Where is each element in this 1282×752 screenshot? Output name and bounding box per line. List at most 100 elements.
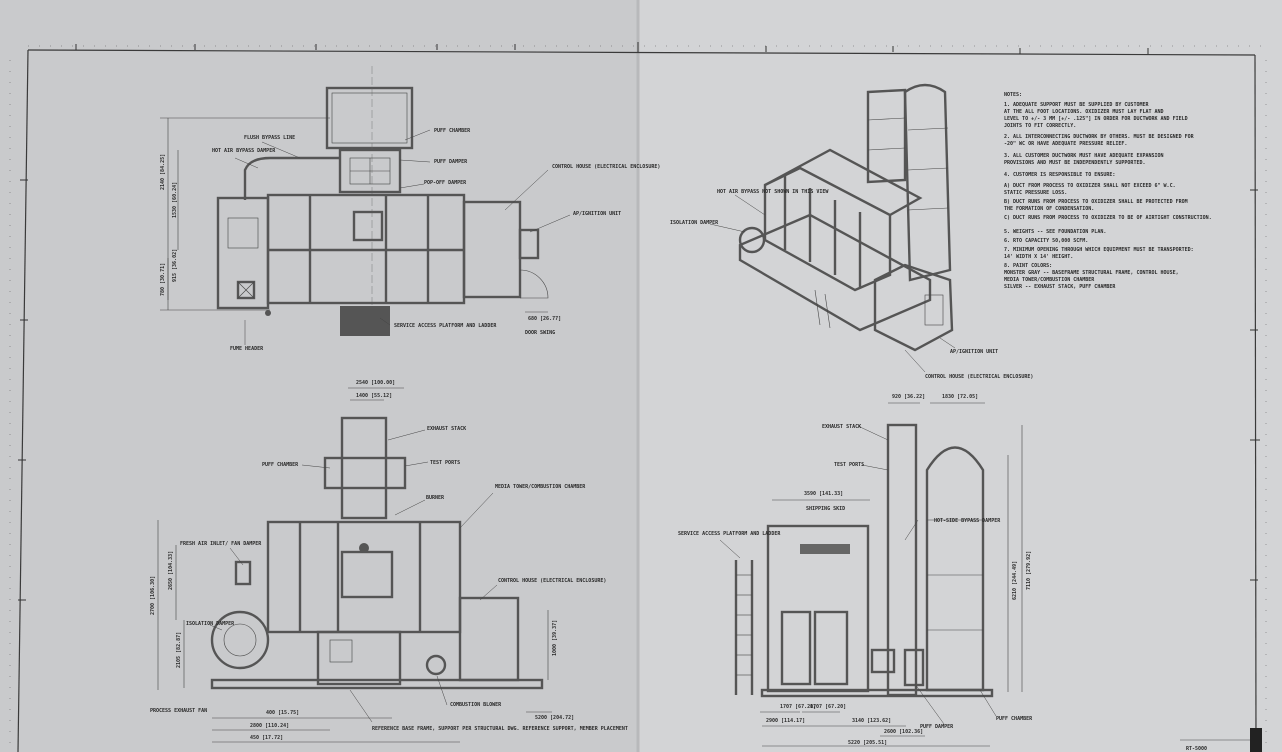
- label-test-ports-front: TEST PORTS: [430, 460, 460, 466]
- note-line: LEVEL TO +/- 3 MM [+/- .125"] IN ORDER F…: [1004, 116, 1188, 122]
- note-line: 4. CUSTOMER IS RESPONSIBLE TO ENSURE:: [1004, 172, 1115, 178]
- flush-bypass-line: [243, 156, 340, 200]
- hot-air-bypass-plan: [216, 196, 270, 310]
- iso-exhaust-stack: [903, 83, 952, 282]
- notes-title: NOTES:: [1004, 92, 1022, 98]
- left-page: [0, 0, 638, 752]
- note-line: MEDIA TOWER/COMBUSTION CHAMBER: [1004, 277, 1095, 283]
- note-line: 5. WEIGHTS -- SEE FOUNDATION PLAN.: [1004, 229, 1106, 235]
- dim-front-0: 2540 [100.00]: [356, 380, 395, 386]
- label-puff-chamber-plan: PUFF CHAMBER: [434, 128, 471, 134]
- label-service-platform-plan: SERVICE ACCESS PLATFORM AND LADDER: [394, 323, 497, 329]
- label-isolation-damper-front: ISOLATION DAMPER: [186, 621, 235, 627]
- label-hot-air-bypass-damper: HOT AIR BYPASS DAMPER: [212, 148, 276, 154]
- dim-front-1: 1400 [55.12]: [356, 393, 392, 399]
- service-platform-plan: [340, 306, 390, 336]
- label-control-house-plan: CONTROL HOUSE (ELECTRICAL ENCLOSURE): [552, 164, 660, 170]
- dim-side-0: 920 [36.22]: [892, 394, 925, 400]
- note-line: C) DUCT RUNS FROM PROCESS TO OXIDIZER TO…: [1004, 215, 1212, 221]
- dim-side-7: 2900 [114.17]: [766, 718, 805, 724]
- dim-plan-3: 780 [30.71]: [160, 263, 166, 296]
- label-media-tower-front: MEDIA TOWER/COMBUSTION CHAMBER: [495, 484, 586, 490]
- label-ap-ignition-iso: AP/IGNITION UNIT: [950, 349, 998, 355]
- front-process-exhaust-fan: [210, 610, 270, 670]
- note-line: 8. PAINT COLORS:: [1004, 263, 1052, 269]
- note-line: STATIC PRESSURE LOSS.: [1004, 190, 1067, 196]
- label-control-house-iso: CONTROL HOUSE (ELECTRICAL ENCLOSURE): [925, 374, 1033, 380]
- label-puff-chamber-front: PUFF CHAMBER: [262, 462, 299, 468]
- iso-puff-chamber: [866, 88, 907, 184]
- dim-plan-4: 680 [26.77]: [528, 316, 561, 322]
- right-page: [638, 0, 1282, 752]
- note-line: 14' WIDTH X 14' HEIGHT.: [1004, 254, 1073, 260]
- label-exhaust-stack-front: EXHAUST STACK: [427, 426, 466, 432]
- label-fresh-air-inlet: FRESH AIR INLET/ FAN DAMPER: [180, 541, 262, 547]
- note-line: AT THE ALL FOOT LOCATIONS. OXIDIZER MUST…: [1004, 109, 1164, 115]
- dim-plan-2: 915 [36.02]: [172, 249, 178, 282]
- dim-front-8: 2800 [110.24]: [250, 723, 289, 729]
- note-line: 1. ADEQUATE SUPPORT MUST BE SUPPLIED BY …: [1004, 102, 1149, 108]
- note-line: PROVISIONS AND MUST BE INDEPENDENTLY SUP…: [1004, 160, 1145, 166]
- general-notes: NOTES: 1. ADEQUATE SUPPORT MUST BE SUPPL…: [1004, 92, 1212, 290]
- dim-side-6: 1707 [67.20]: [810, 704, 846, 710]
- dim-front-2: 2650 [104.33]: [168, 551, 174, 590]
- dim-front-3: 2700 [106.30]: [150, 576, 156, 615]
- front-exhaust-stack: [340, 416, 388, 520]
- dim-side-2: 3590 [141.33]: [804, 491, 843, 497]
- dim-side-8: 3140 [123.62]: [852, 718, 891, 724]
- label-test-ports-side: TEST PORTS: [834, 462, 864, 468]
- label-exhaust-stack-side: EXHAUST STACK: [822, 424, 861, 430]
- label-door-swing: DOOR SWING: [525, 330, 555, 336]
- label-foundation-note: REFERENCE BASE FRAME, SUPPORT PER STRUCT…: [372, 726, 628, 732]
- front-elevation: [157, 387, 552, 743]
- side-exhaust-stack: [925, 446, 985, 692]
- label-puff-damper-side: PUFF DAMPER: [920, 724, 954, 730]
- dim-side-4: 6210 [244.49]: [1012, 561, 1018, 600]
- dim-side-10: 5220 [205.51]: [848, 740, 887, 746]
- note-line: A) DUCT FROM PROCESS TO OXIDIZER SHALL N…: [1004, 183, 1176, 189]
- label-hot-side-bypass-damper: HOT-SIDE BYPASS DAMPER: [934, 518, 1001, 524]
- label-control-house-front: CONTROL HOUSE (ELECTRICAL ENCLOSURE): [498, 578, 606, 584]
- dim-front-7: 5200 [204.72]: [535, 715, 574, 721]
- side-elevation: [719, 402, 1023, 747]
- plan-view: [160, 66, 571, 345]
- dim-front-5: 1000 [39.37]: [552, 620, 558, 656]
- dim-side-3: 7110 [279.92]: [1026, 551, 1032, 590]
- note-line: 3. ALL CUSTOMER DUCTWORK MUST HAVE ADEQU…: [1004, 153, 1164, 159]
- label-shipping-skid: SHIPPING SKID: [806, 506, 845, 512]
- dim-side-9: 2600 [102.36]: [884, 729, 923, 735]
- label-service-platform-side: SERVICE ACCESS PLATFORM AND LADDER: [678, 531, 781, 537]
- dim-side-5: 1707 [67.20]: [780, 704, 816, 710]
- iso-control-house: [873, 263, 954, 352]
- dim-plan-1: 1530 [60.24]: [172, 182, 178, 218]
- label-flush-bypass-line: FLUSH BYPASS LINE: [244, 135, 295, 141]
- title-block-ref: RT-5000: [1186, 746, 1207, 752]
- border-frame: [9, 45, 1270, 752]
- label-pop-off-damper: POP-OFF DAMPER: [424, 180, 467, 186]
- isometric-view: [709, 83, 956, 373]
- note-line: 2. ALL INTERCONNECTING DUCTWORK BY OTHER…: [1004, 134, 1195, 140]
- note-line: -20" WC OR HAVE ADEQUATE PRESSURE RELIEF…: [1004, 141, 1127, 147]
- dim-side-1: 1830 [72.05]: [942, 394, 978, 400]
- label-combustion-blower: COMBUSTION BLOWER: [450, 702, 502, 708]
- label-burner: BURNER: [426, 495, 445, 501]
- dim-front-4: 2105 [82.87]: [176, 632, 182, 668]
- note-line: SILVER -- EXHAUST STACK, PUFF CHAMBER: [1004, 284, 1116, 290]
- label-puff-chamber-side: PUFF CHAMBER: [996, 716, 1033, 722]
- title-block: RT-5000: [1180, 728, 1262, 752]
- dim-front-6: 400 [15.75]: [266, 710, 299, 716]
- label-isolation-damper-iso: ISOLATION DAMPER: [670, 220, 719, 226]
- label-hot-air-bypass-note: HOT AIR BYPASS NOT SHOWN IN THIS VIEW: [717, 189, 829, 195]
- dim-plan-0: 2140 [84.25]: [160, 154, 166, 190]
- note-line: THE FORMATION OF CONDENSATION.: [1004, 206, 1094, 212]
- note-line: MONSTER GRAY -- BASEFRAME STRUCTURAL FRA…: [1004, 270, 1179, 276]
- dim-front-9: 450 [17.72]: [250, 735, 283, 741]
- label-puff-damper-plan: PUFF DAMPER: [434, 159, 468, 165]
- note-line: 7. MINIMUM OPENING THROUGH WHICH EQUIPME…: [1004, 247, 1194, 253]
- label-ap-ignition-unit-plan: AP/IGNITION UNIT: [573, 211, 621, 217]
- zone-ticks: [18, 42, 1260, 601]
- label-process-exhaust-fan: PROCESS EXHAUST FAN: [150, 708, 207, 714]
- note-line: 6. RTO CAPACITY 50,000 SCFM.: [1004, 238, 1088, 244]
- note-line: JOINTS TO FIT CORRECTLY.: [1004, 123, 1076, 129]
